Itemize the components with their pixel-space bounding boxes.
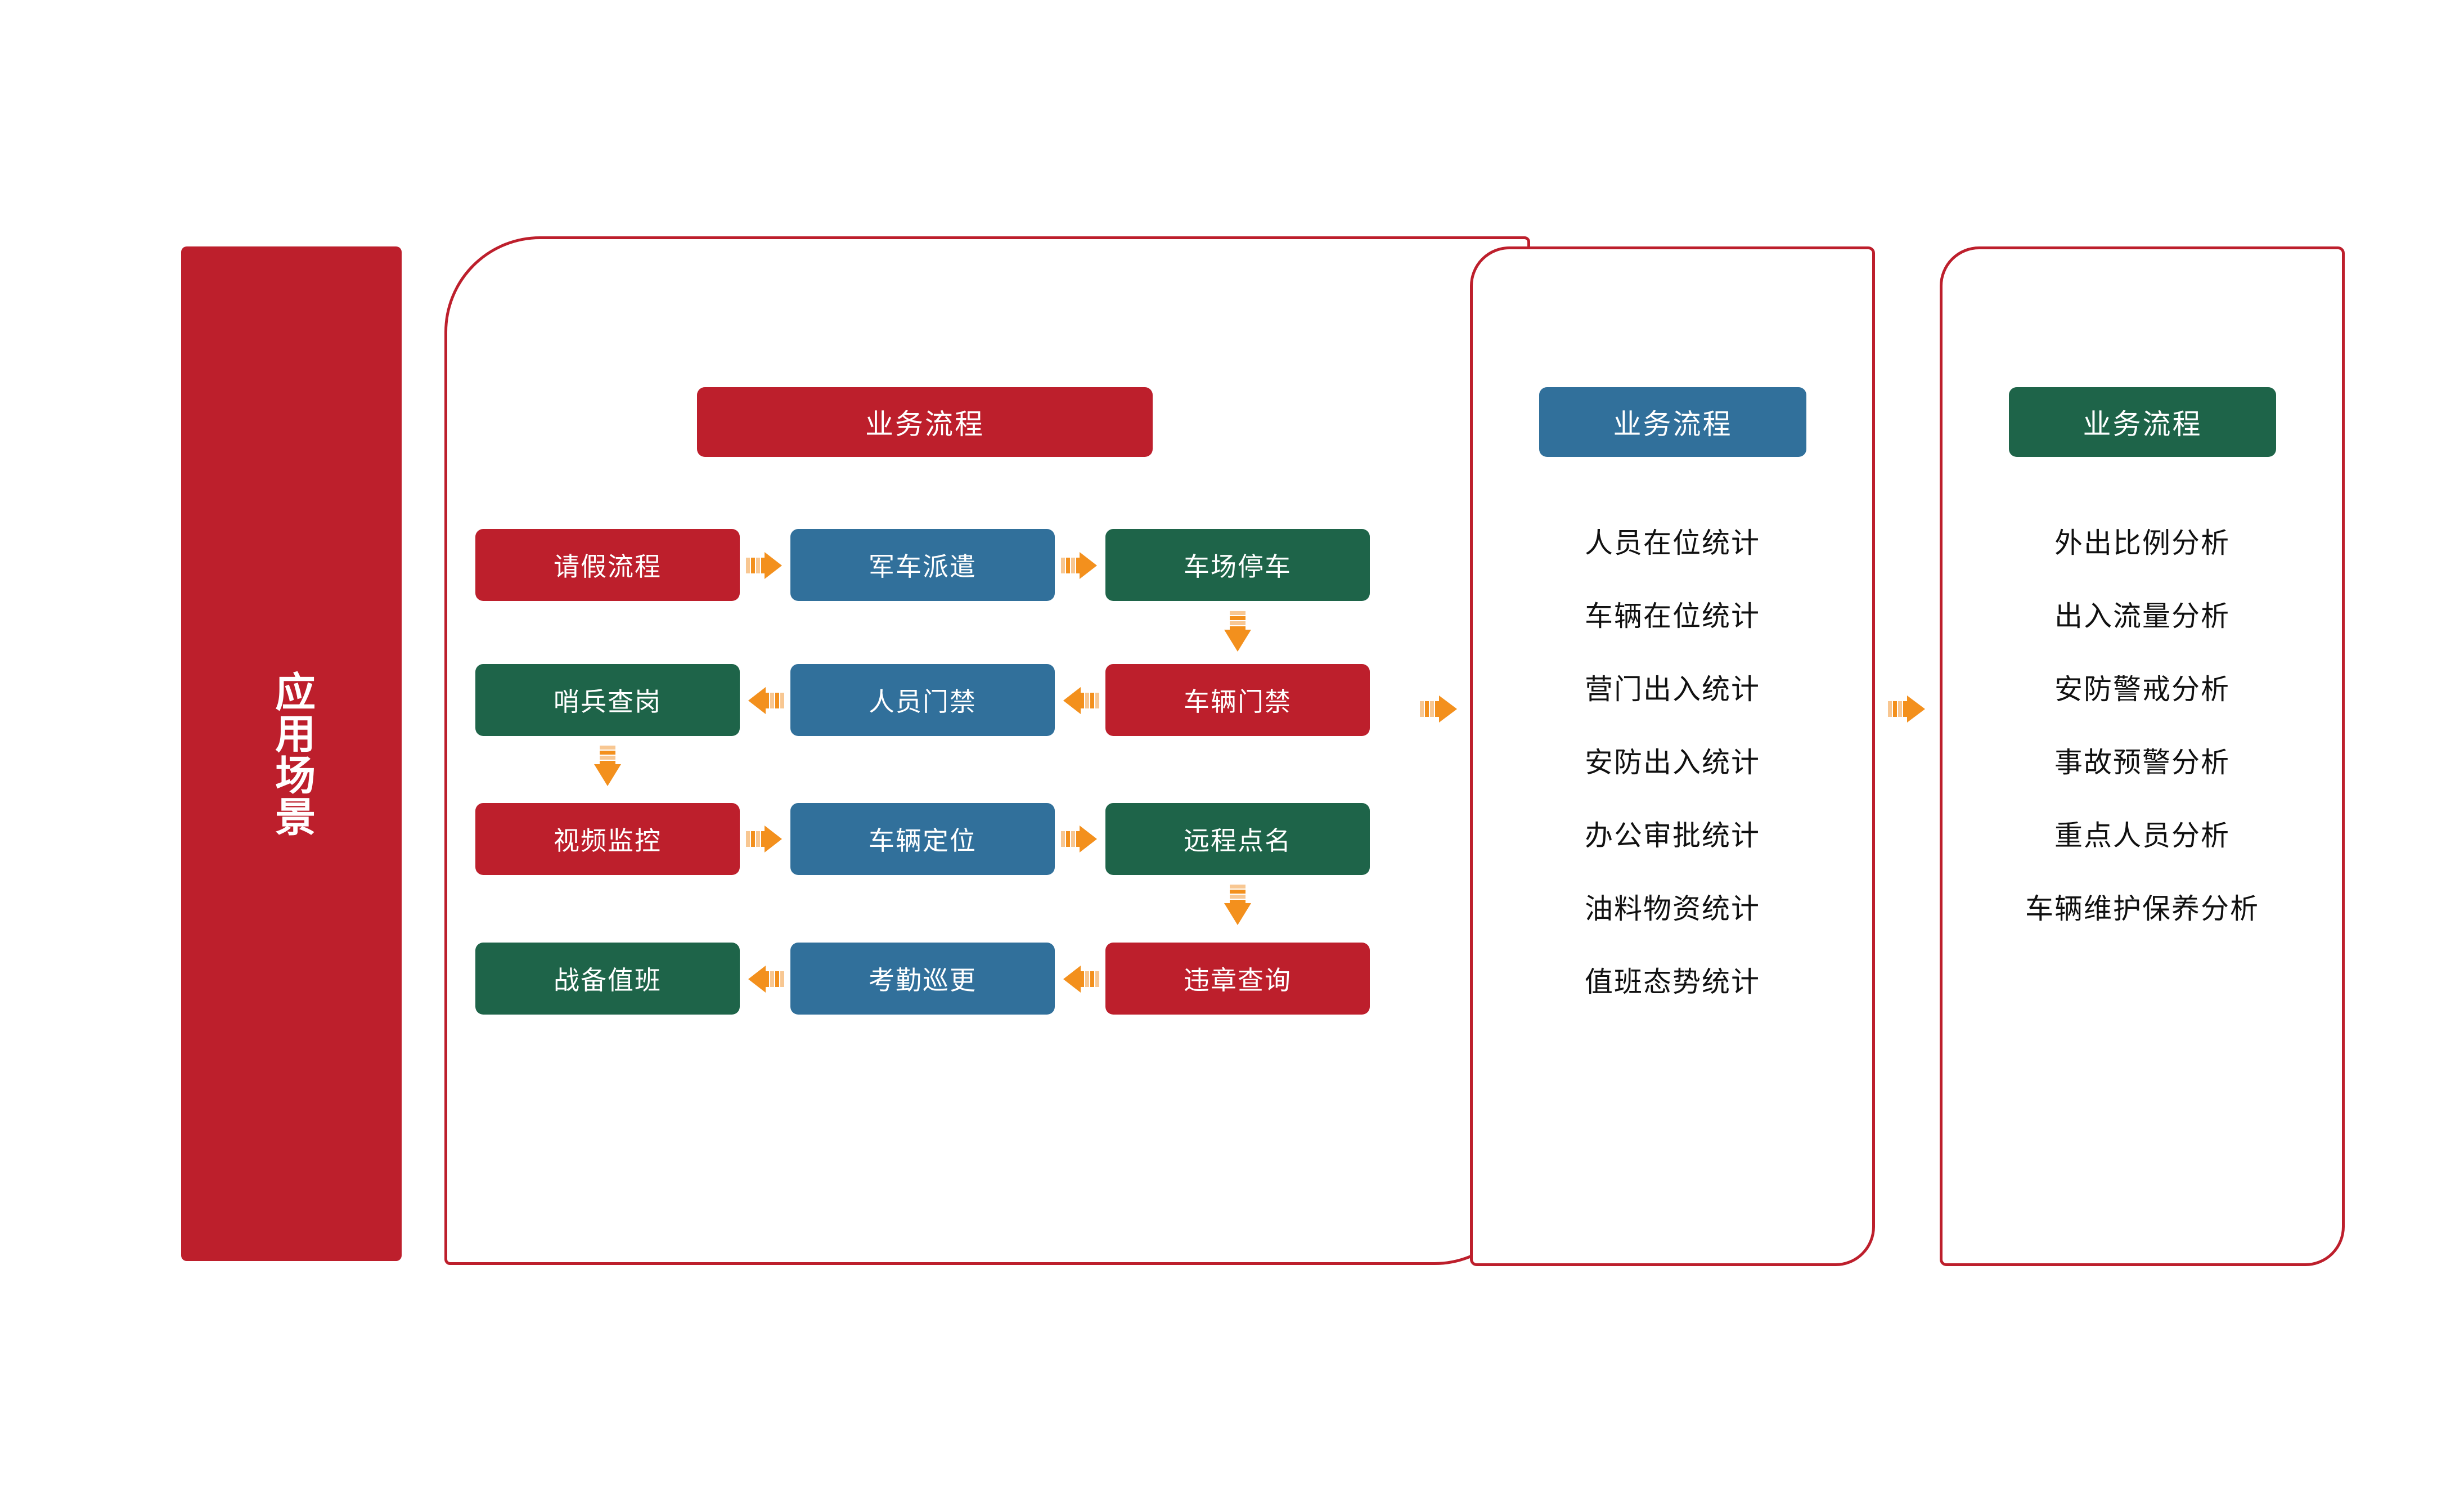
flow-node-cheliangmenjin[interactable]: 车辆门禁 <box>1105 664 1370 736</box>
application-scenario-label: 应用场景 <box>268 670 316 837</box>
flow-arrow-row3-b <box>1061 823 1099 855</box>
list-item[interactable]: 车辆维护保养分析 <box>2025 892 2259 925</box>
flow-arrow-col3-down-1 <box>1222 611 1253 658</box>
flow-node-renyuanmenjin[interactable]: 人员门禁 <box>790 664 1055 736</box>
flow-node-shaobingchagang[interactable]: 哨兵查岗 <box>475 664 740 736</box>
list-item[interactable]: 重点人员分析 <box>2054 819 2230 852</box>
list-item[interactable]: 车辆在位统计 <box>1585 600 1760 632</box>
list-item[interactable]: 营门出入统计 <box>1585 673 1760 706</box>
flow-node-chechangtingche[interactable]: 车场停车 <box>1105 529 1370 601</box>
list-item[interactable]: 外出比例分析 <box>2054 527 2230 559</box>
flow-node-juncheipaiqian[interactable]: 军车派遣 <box>790 529 1055 601</box>
flow-arrow-col3-down-2 <box>1222 885 1253 932</box>
flow-arrow-row2-a <box>746 685 784 716</box>
flow-arrow-row4-a <box>746 963 784 995</box>
list-item[interactable]: 值班态势统计 <box>1585 966 1760 998</box>
panel-arrow-stats-to-analysis <box>1888 692 1928 726</box>
list-item[interactable]: 事故预警分析 <box>2054 746 2230 779</box>
flow-node-shipinjiankong[interactable]: 视频监控 <box>475 803 740 875</box>
flow-panel-title: 业务流程 <box>697 387 1153 457</box>
list-item[interactable]: 办公审批统计 <box>1585 819 1760 852</box>
flow-node-yuanchengdianming[interactable]: 远程点名 <box>1105 803 1370 875</box>
panel-arrow-flow-to-stats <box>1420 692 1460 726</box>
flow-node-weizhangchaxun[interactable]: 违章查询 <box>1105 943 1370 1015</box>
flow-node-zhanbeizhiban[interactable]: 战备值班 <box>475 943 740 1015</box>
flow-arrow-row4-b <box>1061 963 1099 995</box>
list-item[interactable]: 安防出入统计 <box>1585 746 1760 779</box>
flow-node-qingjialiucheng[interactable]: 请假流程 <box>475 529 740 601</box>
flow-arrow-row3-a <box>746 823 784 855</box>
flow-node-kaoqinxungeng[interactable]: 考勤巡更 <box>790 943 1055 1015</box>
analysis-panel-header: 业务流程 <box>2009 387 2276 457</box>
analysis-list: 外出比例分析 出入流量分析 安防警戒分析 事故预警分析 重点人员分析 车辆维护保… <box>1940 506 2345 945</box>
statistics-panel-header: 业务流程 <box>1539 387 1806 457</box>
list-item[interactable]: 安防警戒分析 <box>2054 673 2230 706</box>
list-item[interactable]: 油料物资统计 <box>1585 892 1760 925</box>
statistics-list: 人员在位统计 车辆在位统计 营门出入统计 安防出入统计 办公审批统计 油料物资统… <box>1470 506 1875 1019</box>
application-scenario-banner: 应用场景 <box>181 246 402 1261</box>
flow-arrow-row1-b <box>1061 550 1099 581</box>
flow-arrow-col1-down-1 <box>592 746 623 793</box>
list-item[interactable]: 人员在位统计 <box>1585 527 1760 559</box>
flow-arrow-row1-a <box>746 550 784 581</box>
list-item[interactable]: 出入流量分析 <box>2054 600 2230 632</box>
flow-arrow-row2-b <box>1061 685 1099 716</box>
flow-node-cheliangdingwei[interactable]: 车辆定位 <box>790 803 1055 875</box>
